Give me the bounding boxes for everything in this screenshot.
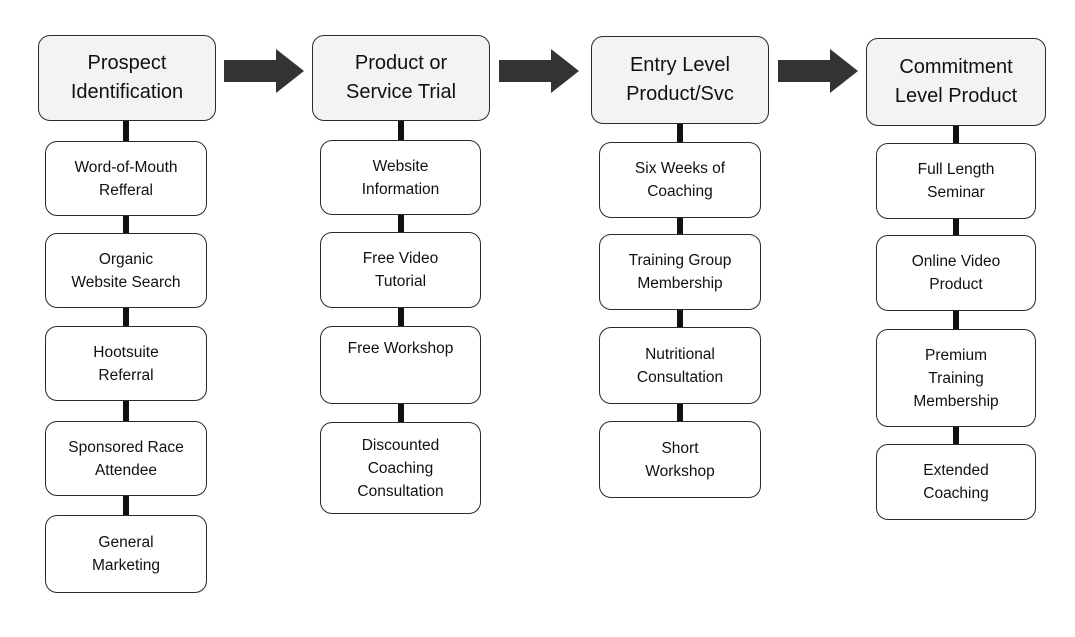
step-label: Training Group Membership xyxy=(628,252,732,292)
step-box: Extended Coaching xyxy=(876,444,1036,520)
arrow-icon xyxy=(778,49,858,93)
stage-header: Commitment Level Product xyxy=(866,38,1046,126)
step-box: Training Group Membership xyxy=(599,234,761,310)
stage-header: Prospect Identification xyxy=(38,35,216,121)
step-box: Short Workshop xyxy=(599,421,761,498)
stage-title: Commitment Level Product xyxy=(894,56,1018,107)
step-label: Website Information xyxy=(361,157,440,198)
arrow-icon xyxy=(499,49,579,93)
step-label: Discounted Coaching Consultation xyxy=(357,436,444,500)
step-label: Nutritional Consultation xyxy=(636,345,724,386)
step-label: Six Weeks of Coaching xyxy=(634,160,726,200)
step-label: General Marketing xyxy=(91,534,161,574)
step-label: Organic Website Search xyxy=(71,250,181,291)
step-label: Short Workshop xyxy=(645,439,715,480)
step-box: Six Weeks of Coaching xyxy=(599,142,761,218)
step-label: Free Workshop xyxy=(347,340,454,357)
step-box: Organic Website Search xyxy=(45,233,207,308)
step-box: Hootsuite Referral xyxy=(45,326,207,401)
step-label: Sponsored Race Attendee xyxy=(68,438,184,479)
step-label: Hootsuite Referral xyxy=(93,343,159,384)
step-box: Free Workshop xyxy=(320,326,481,404)
step-box: Word-of-Mouth Refferal xyxy=(45,141,207,216)
arrow-icon xyxy=(224,49,304,93)
step-box: Online Video Product xyxy=(876,235,1036,311)
step-label: Full Length Seminar xyxy=(917,161,995,201)
stage-title: Entry Level Product/Svc xyxy=(626,54,734,105)
step-box: Full Length Seminar xyxy=(876,143,1036,219)
stage-title: Product or Service Trial xyxy=(345,52,457,103)
step-box: Nutritional Consultation xyxy=(599,327,761,404)
step-box: Website Information xyxy=(320,140,481,215)
step-label: Extended Coaching xyxy=(923,462,989,502)
step-label: Word-of-Mouth Refferal xyxy=(74,158,178,199)
step-box: Premium Training Membership xyxy=(876,329,1036,427)
step-box: Discounted Coaching Consultation xyxy=(320,422,481,514)
step-box: General Marketing xyxy=(45,515,207,593)
stage-title: Prospect Identification xyxy=(70,52,184,103)
stage-header: Product or Service Trial xyxy=(312,35,490,121)
step-box: Free Video Tutorial xyxy=(320,232,481,308)
step-box: Sponsored Race Attendee xyxy=(45,421,207,496)
step-label: Free Video Tutorial xyxy=(362,250,439,290)
step-label: Online Video Product xyxy=(911,253,1001,293)
stage-header: Entry Level Product/Svc xyxy=(591,36,769,124)
step-label: Premium Training Membership xyxy=(913,346,999,410)
